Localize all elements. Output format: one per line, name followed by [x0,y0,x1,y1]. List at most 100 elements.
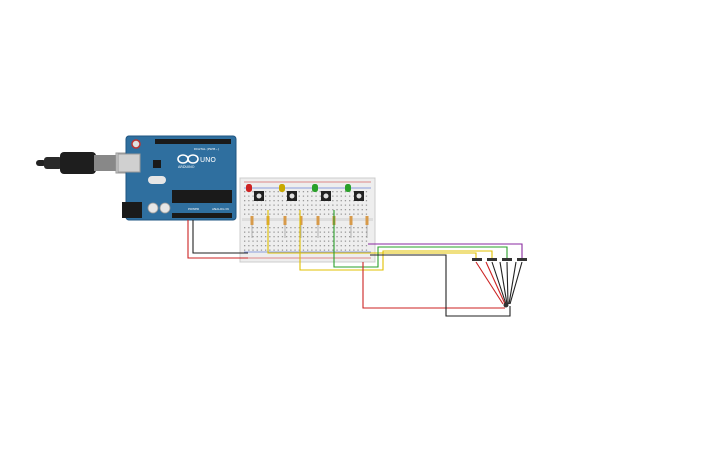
breadboard-hole [286,191,288,193]
breadboard-hole [315,209,317,211]
breadboard-hole [281,240,284,242]
resistor[interactable] [299,216,303,225]
breadboard-hole [290,245,292,247]
breadboard-hole [252,213,254,215]
breadboard-hole [315,195,317,197]
wire-black-ground[interactable] [192,220,248,254]
wire-black-loop[interactable] [370,254,511,317]
breadboard-hole [269,204,271,206]
breadboard-hole [277,227,279,229]
breadboard-hole [273,236,275,238]
breadboard-hole [256,245,258,247]
usb-cable-icon[interactable] [36,152,139,174]
breadboard-hole [328,227,330,229]
breadboard-hole [298,231,300,233]
led[interactable] [246,184,252,192]
breadboard-hole [315,200,317,202]
wire-red-power[interactable] [187,220,248,259]
breadboard-hole [260,240,263,242]
breadboard-hole [248,195,250,197]
arduino-uno-board[interactable]: UNO ARDUINO DIGITAL (PWM~) POWER ANALOG … [117,135,237,221]
led[interactable] [279,184,285,192]
breadboard-hole [244,240,246,242]
breadboard-hole [307,249,309,251]
breadboard-hole [298,245,300,247]
breadboard-hole [349,209,351,211]
breadboard-hole [277,191,279,193]
breadboard-hole [332,245,334,247]
breadboard-hole [349,231,351,233]
breadboard-hole [319,245,321,247]
breadboard-hole [307,195,309,197]
breadboard-hole [286,249,288,251]
wire-yellow-2[interactable] [299,210,493,271]
resistor[interactable] [349,216,353,225]
breadboard-hole [302,236,305,238]
push-button-cap [289,193,295,199]
breadboard-hole [248,204,250,206]
reset-button[interactable] [131,139,141,149]
breadboard-hole [340,227,342,229]
breadboard-hole [349,240,351,242]
breadboard-hole [277,231,279,233]
resistor[interactable] [283,216,287,225]
push-button-cap [256,193,262,199]
breadboard-hole [248,209,250,211]
wire-red-loop[interactable] [362,262,505,309]
breadboard-hole [294,240,296,242]
breadboard-hole [252,195,254,197]
breadboard-hole [260,236,263,238]
breadboard-hole [332,240,334,242]
breadboard-hole [340,200,342,202]
breadboard-hole [332,191,334,193]
breadboard-hole [357,231,359,233]
breadboard[interactable] [239,177,376,263]
breadboard-hole [349,249,351,251]
breadboard-hole [336,249,338,251]
wire-yellow-1[interactable] [267,210,477,260]
breadboard-hole [290,204,292,206]
breadboard-hole [277,195,279,197]
breadboard-hole [252,200,254,202]
breadboard-hole [244,245,246,247]
breadboard-hole [273,227,275,229]
breadboard-hole [256,227,258,229]
resistor[interactable] [250,216,254,225]
wire-purple-1[interactable] [368,243,523,260]
breadboard-hole [248,245,250,247]
breadboard-hole [357,236,359,238]
wire-green-1[interactable] [333,210,508,268]
resistor[interactable] [316,216,320,225]
breadboard-hole [323,231,326,233]
module-connectors[interactable] [472,258,527,308]
breadboard-hole [315,204,317,206]
breadboard-hole [273,231,275,233]
breadboard-hole [286,231,288,233]
breadboard-hole [361,213,363,215]
infinity-logo-icon [177,154,199,164]
breadboard-hole [353,236,355,238]
breadboard-hole [273,249,275,251]
breadboard-hole [277,204,279,206]
breadboard-hole [336,231,338,233]
led[interactable] [312,184,318,192]
breadboard-hole [260,245,263,247]
breadboard-hole [315,227,317,229]
breadboard-hole [307,204,309,206]
resistor[interactable] [365,216,369,225]
breadboard-hole [361,231,363,233]
breadboard-hole [277,240,279,242]
breadboard-hole [290,236,292,238]
breadboard-hole [361,249,363,251]
breadboard-hole [269,227,271,229]
breadboard-hole [281,213,284,215]
breadboard-hole [365,195,368,197]
breadboard-hole [365,213,368,215]
led[interactable] [345,184,351,192]
breadboard-hole [315,245,317,247]
breadboard-hole [269,213,271,215]
breadboard-hole [248,236,250,238]
breadboard-hole [244,195,246,197]
breadboard-hole [311,245,313,247]
